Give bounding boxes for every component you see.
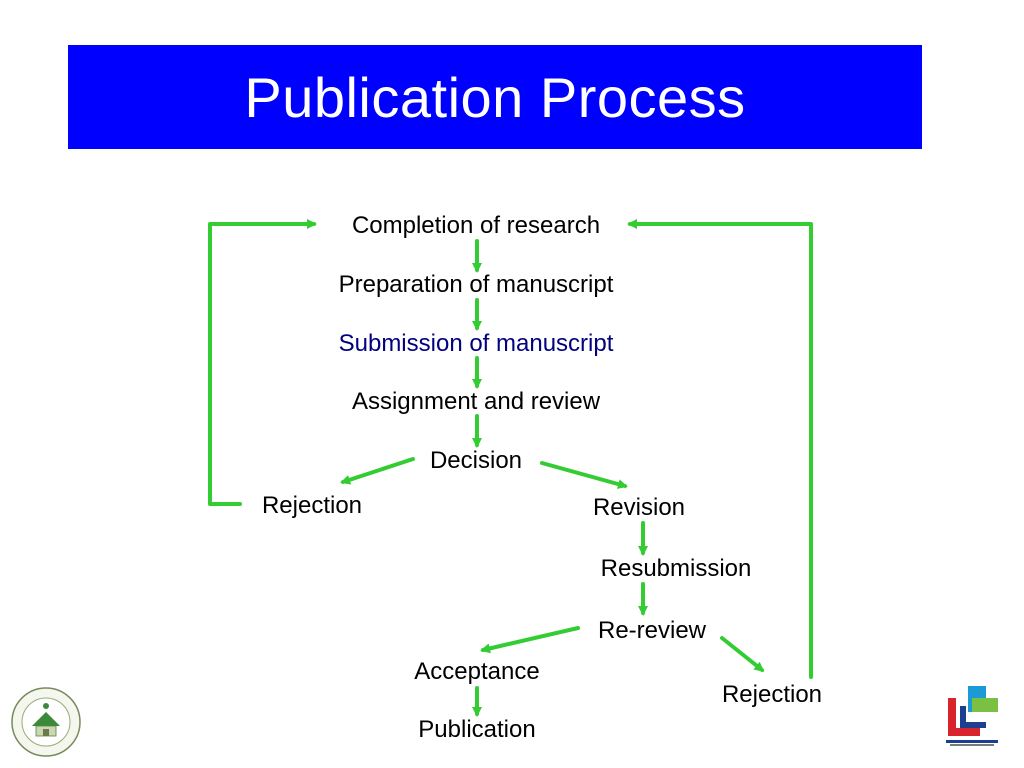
arrow-rereview-to-rejection [720, 636, 765, 672]
node-resubmission: Resubmission [600, 555, 752, 582]
node-completion-of-research: Completion of research [351, 212, 601, 239]
node-acceptance: Acceptance [414, 658, 540, 685]
node-assignment-and-review: Assignment and review [351, 388, 601, 415]
node-rejection-left: Rejection [261, 492, 363, 519]
node-preparation-of-manuscript: Preparation of manuscript [338, 271, 614, 298]
node-rejection-right: Rejection [721, 681, 823, 708]
node-decision: Decision [429, 447, 523, 474]
club-seal-logo-icon [11, 687, 81, 757]
loop-rerejection-to-completion [627, 219, 813, 679]
saudi-students-club-logo-icon [946, 686, 998, 746]
arrow-rereview-to-acceptance [480, 626, 580, 654]
node-submission-of-manuscript: Submission of manuscript [338, 330, 614, 357]
title-banner: Publication Process [68, 45, 922, 149]
node-publication: Publication [418, 716, 536, 743]
node-re-review: Re-review [597, 617, 707, 644]
arrow-decision-to-revision [540, 461, 628, 489]
arrow-decision-to-rejection [340, 457, 415, 485]
slide-title: Publication Process [244, 65, 746, 129]
node-revision: Revision [592, 494, 686, 521]
loop-rejection-to-completion [208, 219, 317, 506]
